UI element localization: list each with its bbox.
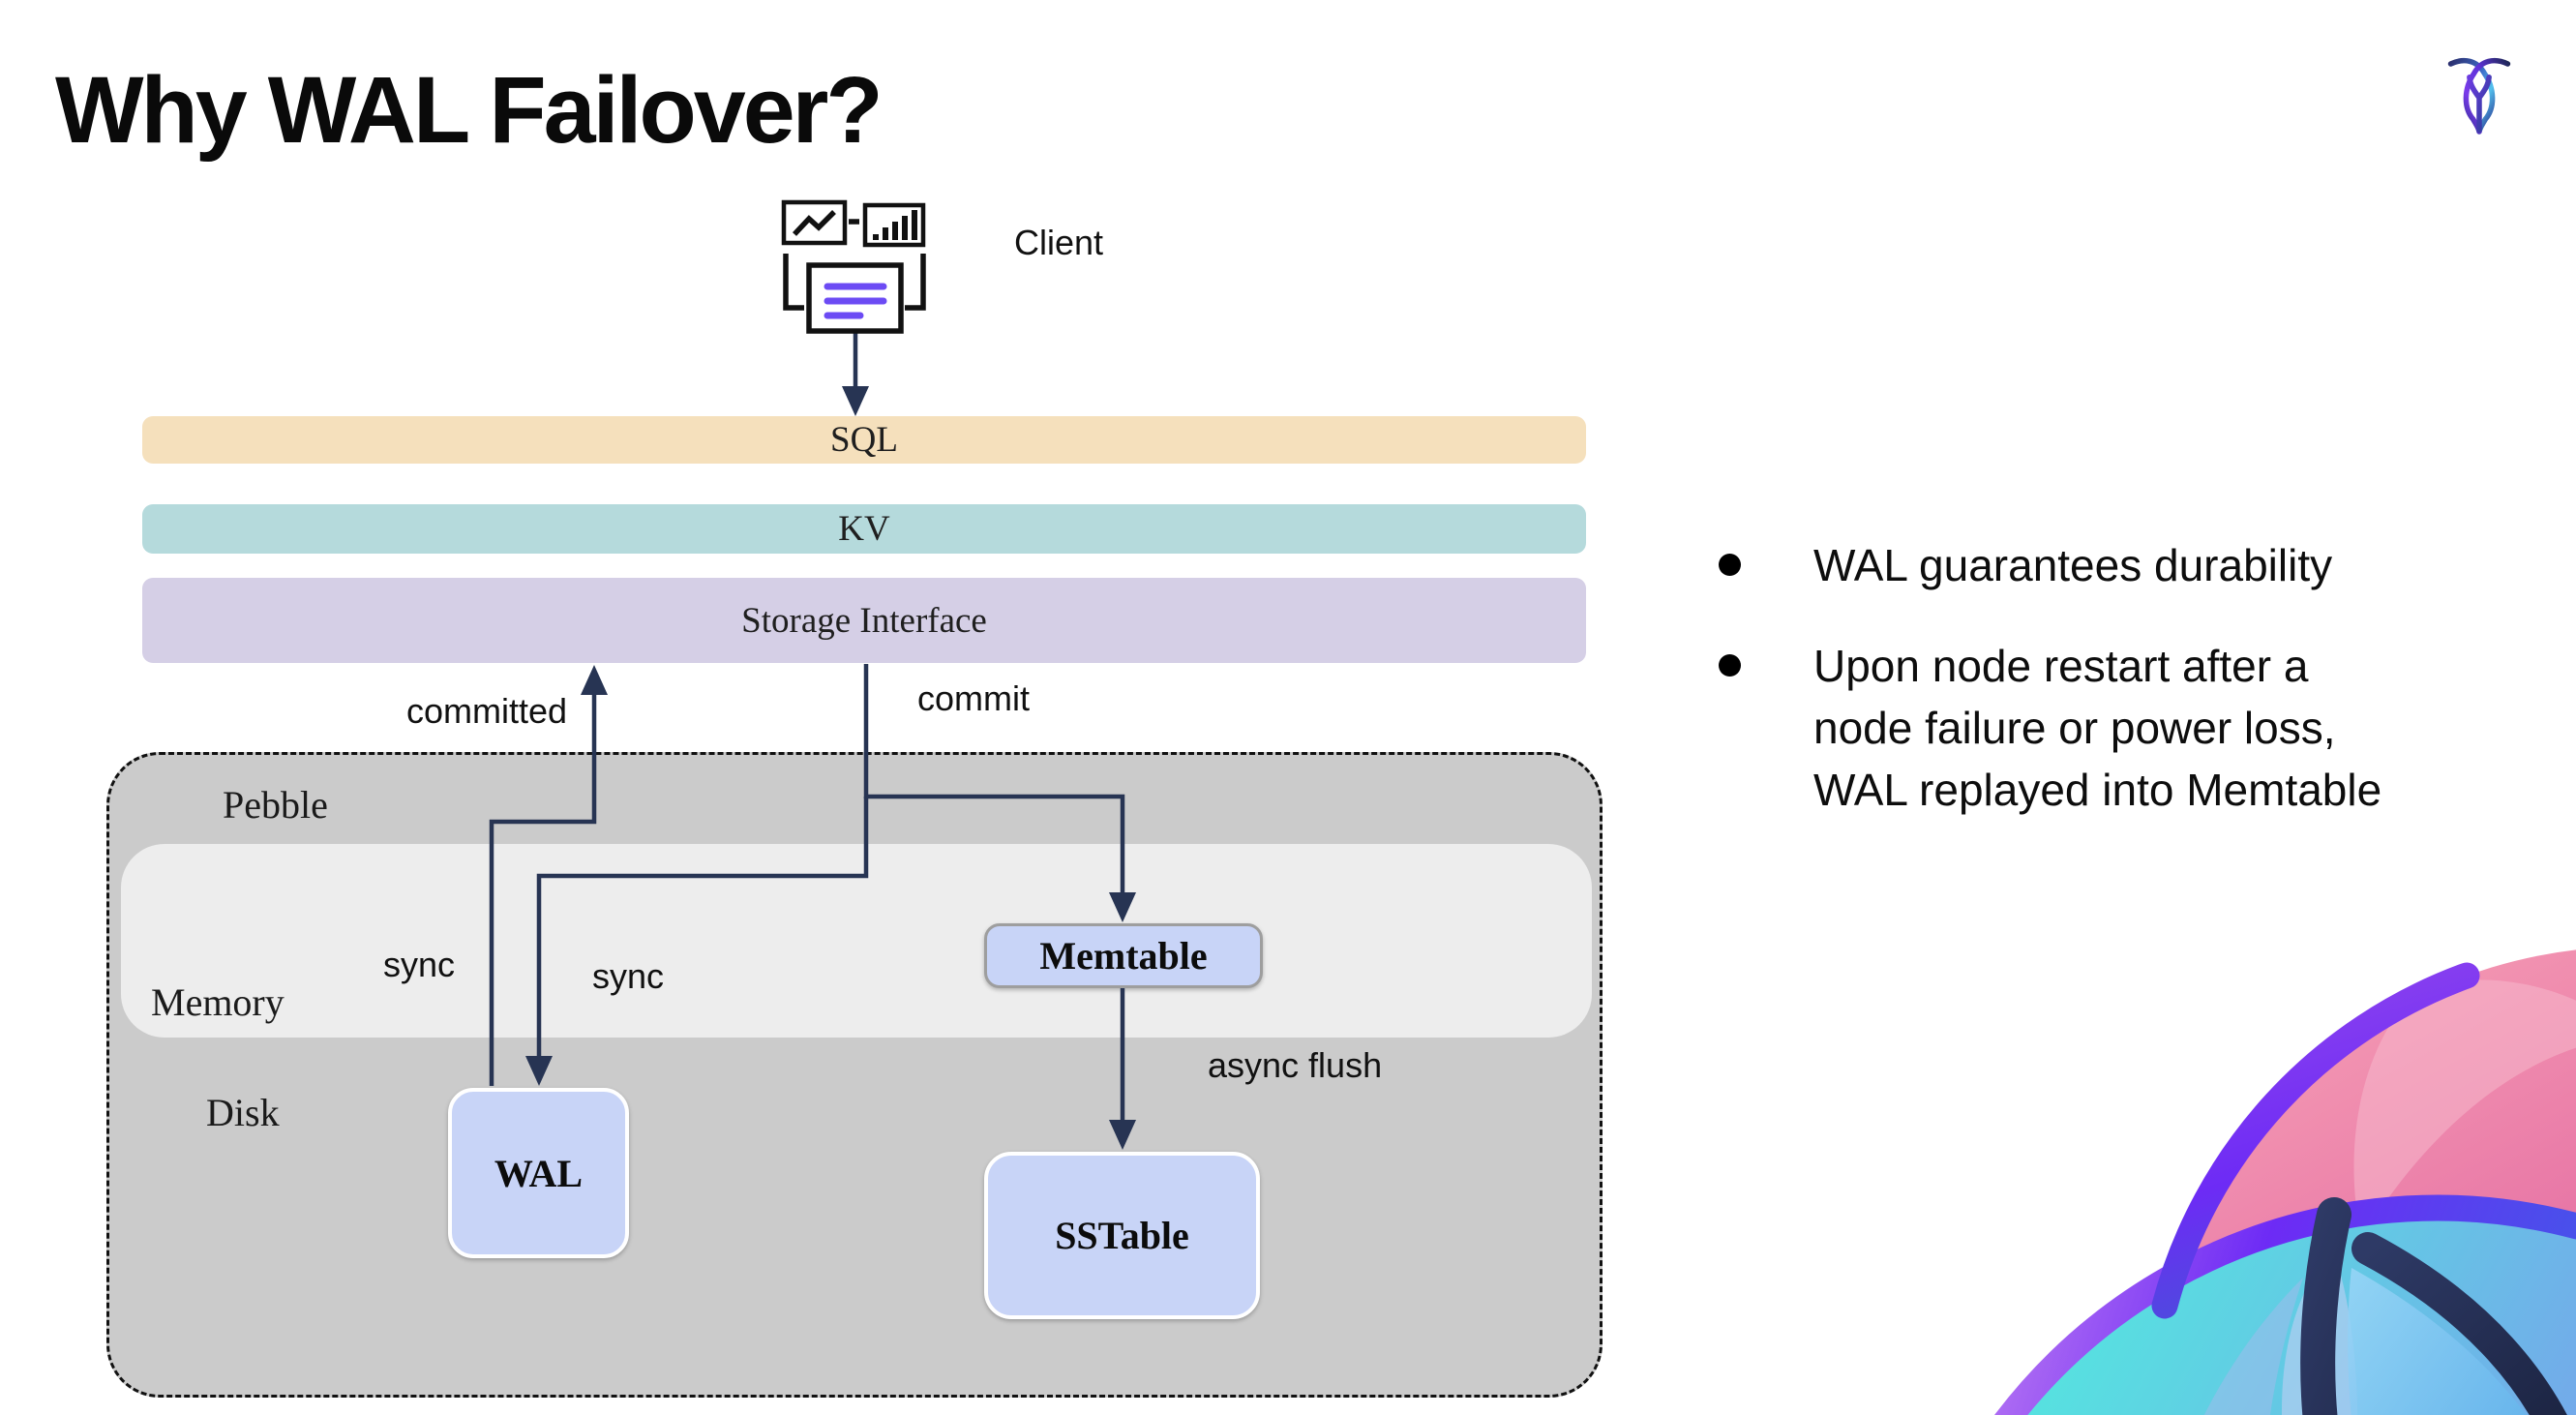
layer-bar-storage-label: Storage Interface bbox=[741, 600, 987, 641]
bullet-item: WAL guarantees durability bbox=[1705, 534, 2489, 596]
pebble-label: Pebble bbox=[223, 783, 328, 827]
committed-arrowhead bbox=[581, 665, 608, 695]
layer-bar-kv: KV bbox=[142, 504, 1586, 554]
client-arrowhead bbox=[842, 386, 869, 416]
linechart-zigzag bbox=[792, 210, 836, 236]
layer-bar-kv-label: KV bbox=[838, 509, 890, 549]
client-barchart-window-icon bbox=[862, 202, 926, 248]
sstable-node-label: SSTable bbox=[1055, 1214, 1189, 1257]
async-flush-edge-label: async flush bbox=[1208, 1045, 1383, 1085]
committed-edge-label: committed bbox=[406, 691, 568, 731]
commit-edge-label: commit bbox=[917, 678, 1030, 718]
sync-left-edge-label: sync bbox=[383, 945, 456, 984]
memory-region bbox=[121, 844, 1592, 1038]
memory-label: Memory bbox=[151, 980, 285, 1024]
brand-corner-artwork bbox=[1994, 949, 2576, 1415]
pink-highlight bbox=[2353, 979, 2576, 1239]
bullet-list: WAL guarantees durability Upon node rest… bbox=[1705, 534, 2489, 859]
layer-bar-storage-interface: Storage Interface bbox=[142, 578, 1586, 663]
wal-node: WAL bbox=[448, 1088, 629, 1258]
memtable-node-label: Memtable bbox=[1039, 934, 1208, 978]
client-linechart-window-icon bbox=[781, 199, 848, 246]
sstable-node: SSTable bbox=[984, 1152, 1260, 1319]
purple-arc-pink-sphere bbox=[2151, 962, 2480, 1319]
bullet-item: Upon node restart after a node failure o… bbox=[1705, 635, 2489, 821]
memtable-node: Memtable bbox=[984, 923, 1263, 988]
client-document-window-icon bbox=[806, 262, 904, 334]
client-app-icon bbox=[781, 199, 926, 334]
client-label: Client bbox=[1014, 223, 1104, 262]
barchart-bars bbox=[873, 210, 917, 240]
sync-right-edge-label: sync bbox=[592, 956, 665, 996]
bracket-right bbox=[905, 254, 926, 311]
wal-node-label: WAL bbox=[494, 1151, 584, 1195]
layer-bar-sql: SQL bbox=[142, 416, 1586, 464]
bracket-left bbox=[783, 254, 804, 311]
cockroachdb-logo-icon bbox=[2447, 57, 2511, 135]
slide-title: Why WAL Failover? bbox=[55, 57, 884, 163]
giant-roach-glyph bbox=[2300, 1197, 2567, 1415]
layer-bar-sql-label: SQL bbox=[830, 420, 898, 460]
sphere-facet-2 bbox=[2203, 1278, 2303, 1415]
leaf-fill bbox=[2348, 1268, 2527, 1415]
document-text-lines bbox=[824, 283, 887, 319]
disk-label: Disk bbox=[206, 1091, 280, 1134]
